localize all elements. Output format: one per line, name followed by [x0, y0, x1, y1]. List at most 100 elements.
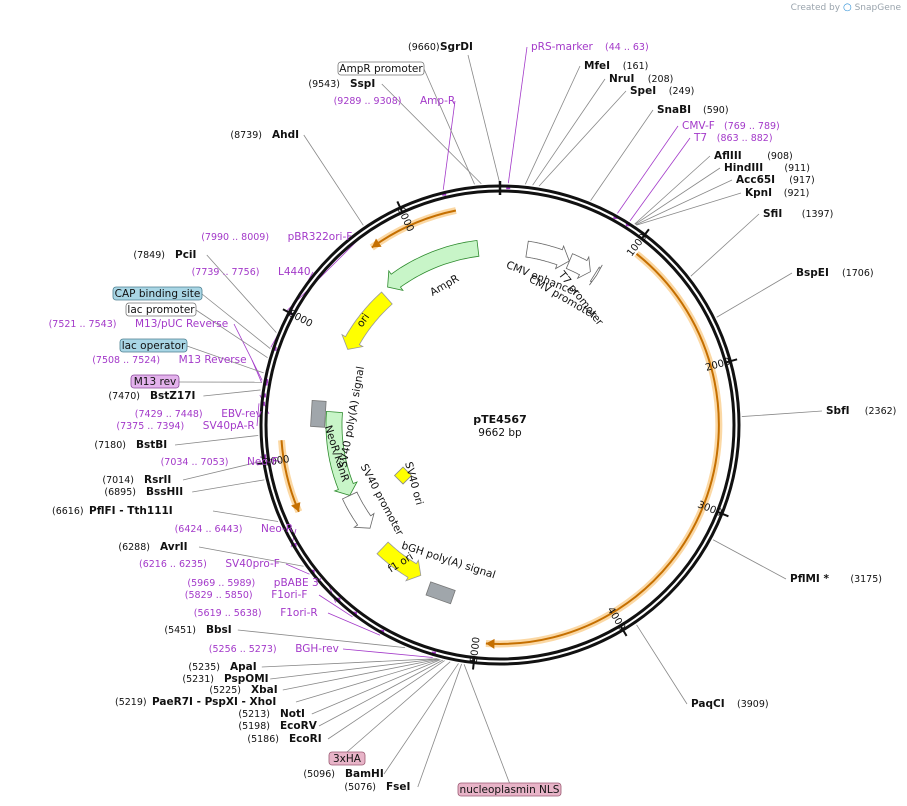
primer-prs-marker-position: (44 .. 63)	[605, 42, 649, 53]
primer-m13-puc-reverse-label: (7521 .. 7543)M13/pUC Reverse	[49, 318, 229, 330]
enzyme-spei-label: SpeI(249)	[630, 85, 694, 97]
enzyme-pflmi-name: PflMI *	[790, 573, 829, 585]
primer-sv40pro-f-leader	[285, 563, 310, 575]
primer-amp-r-leader	[442, 100, 456, 190]
enzyme-ecori-name: EcoRI	[289, 733, 322, 745]
enzyme-pcii-label: (7849) PciI	[133, 249, 196, 261]
feature-box-m13-rev-frame	[130, 374, 180, 389]
primer-cmv-f-name: CMV-F	[682, 120, 715, 132]
feature-box-m13-rev-text: M13 rev	[134, 376, 177, 388]
feature-box-cap-binding-site-frame	[112, 286, 203, 301]
enzyme-xbai-label: (5225)XbaI	[209, 684, 277, 696]
enzyme-hindiii-position: (911)	[784, 163, 810, 174]
enzyme-mfei-name: MfeI	[584, 60, 610, 72]
enzyme-afliii-name: AflIII	[714, 150, 742, 162]
primer-amp-r-label: (9289 .. 9308)Amp-R	[334, 95, 456, 107]
enzyme-snabi-leader	[590, 109, 654, 201]
enzyme-bamhi-position: (5096)	[303, 769, 335, 780]
enzyme-paer7i-pspxi-xhoi-label: (5219)PaeR7I - PspXI - XhoI	[115, 696, 276, 708]
enzyme-sspi-position: (9543)	[308, 79, 340, 90]
enzyme-avrii-leader	[198, 546, 304, 567]
primer-pbabe-3-position: (5969 .. 5989)	[187, 578, 255, 589]
primer-pbr322ori-f-name: pBR322ori-F	[288, 231, 353, 243]
primer-amp-r-name: Amp-R	[420, 95, 455, 107]
enzyme-bspei-leader	[716, 272, 793, 318]
enzyme-bspei-label: BspEI(1706)	[796, 267, 874, 279]
enzyme-spei-leader	[538, 90, 627, 187]
enzyme-mfei-position: (161)	[623, 61, 649, 72]
enzyme-xbai-leader	[282, 658, 439, 691]
enzyme-acc65i-position: (917)	[789, 175, 815, 186]
feature-sv40-promoter	[341, 491, 375, 529]
enzyme-paqci-label: PaqCI (3909)	[691, 698, 769, 710]
feature-sv40-poly-a-signal	[310, 400, 327, 428]
tick-9000	[396, 201, 404, 213]
enzyme-noti-name: NotI	[280, 708, 305, 720]
enzyme-spei-position: (249)	[669, 86, 695, 97]
primer-f1ori-f-leader	[318, 594, 353, 618]
enzyme-pspomi-name: PspOMI	[224, 673, 269, 685]
enzyme-sbfi-leader	[741, 410, 823, 417]
enzyme-pflfi-tth111i-leader	[212, 510, 279, 522]
primer-prs-marker-label: pRS-marker(44 .. 63)	[531, 41, 649, 53]
enzyme-ahdi-label: (8739)AhdI	[230, 129, 299, 141]
primer-m13-reverse-position: (7508 .. 7524)	[92, 355, 160, 366]
enzyme-paqci-name: PaqCI	[691, 698, 725, 710]
feature-sv40-ori	[393, 466, 413, 485]
enzyme-pflmi-leader	[712, 539, 787, 580]
enzyme-bstbi-position: (7180)	[94, 440, 126, 451]
primer-sv40pro-f-name: SV40pro-F	[225, 558, 279, 570]
enzyme-acc65i-label: Acc65I (917)	[736, 174, 815, 186]
enzyme-pcii-leader	[206, 254, 277, 333]
orf-arc-glow-0	[485, 251, 723, 648]
enzyme-ecori-position: (5186)	[247, 734, 279, 745]
enzyme-paqci-leader	[636, 624, 688, 705]
feature-f1-ori	[376, 541, 422, 582]
feature-label-ampr: AmpR	[428, 273, 461, 299]
enzyme-pcii-position: (7849)	[133, 250, 165, 261]
primer-f1ori-f-name: F1ori-F	[271, 589, 307, 601]
enzyme-mfei-label: MfeI (161)	[584, 60, 648, 72]
enzyme-sbfi-position: (2362)	[865, 406, 897, 417]
enzyme-afliii-position: (908)	[767, 151, 793, 162]
enzyme-pcii-name: PciI	[175, 249, 196, 261]
feature-bgh-poly-a-signal	[425, 581, 456, 605]
tick-3000	[716, 510, 729, 518]
snapgene-logo-icon: ○	[842, 2, 852, 13]
primer-m13-reverse-leader	[251, 359, 263, 383]
tick-label-5000: 5000	[469, 636, 483, 663]
enzyme-bamhi-name: BamHI	[345, 768, 384, 780]
primer-f1ori-f-position: (5829 .. 5850)	[185, 590, 253, 601]
feature-box-ampr-promoter-text: AmpR promoter	[339, 63, 423, 75]
feature-box-lac-operator-frame	[119, 338, 188, 353]
primer-t7-leader	[629, 137, 691, 222]
primer-ebv-rev-position: (7429 .. 7448)	[135, 409, 203, 420]
feature-box-3xha-text: 3xHA	[333, 753, 362, 765]
enzyme-hindiii-leader	[634, 167, 721, 225]
enzyme-snabi-name: SnaBI	[657, 104, 691, 116]
enzyme-rsrii-leader	[182, 461, 261, 481]
enzyme-rsrii-label: (7014)RsrII	[102, 474, 171, 486]
primer-t7-label: T7(863 .. 882)	[693, 132, 773, 144]
enzyme-apai-name: ApaI	[230, 661, 257, 673]
primer-l4440-position: (7739 .. 7756)	[192, 267, 260, 278]
enzyme-sgrdi-name: SgrDI	[440, 41, 473, 53]
feature-box-ampr-promoter-frame	[337, 61, 425, 76]
primer-m13-reverse-label: (7508 .. 7524)M13 Reverse	[92, 354, 246, 366]
enzyme-bstbi-label: (7180)BstBI	[94, 439, 167, 451]
watermark-created-by: Created by	[790, 3, 841, 13]
enzyme-ecori-label: (5186) EcoRI	[247, 733, 321, 745]
enzyme-ahdi-leader	[303, 134, 364, 226]
primer-neo-f-position: (7034 .. 7053)	[161, 457, 229, 468]
orf-arcs	[278, 207, 723, 649]
enzyme-acc65i-name: Acc65I	[736, 174, 775, 186]
primer-sv40pa-r-leader	[256, 403, 260, 427]
enzyme-kpni-leader	[636, 192, 742, 226]
feature-box-3xha-frame	[328, 751, 366, 766]
primer-f1ori-r-position: (5619 .. 5638)	[194, 608, 262, 619]
enzyme-paqci-position: (3909)	[737, 699, 769, 710]
feature-box-lac-promoter-frame	[125, 302, 197, 317]
primer-sv40pro-f-label: (6216 .. 6235)SV40pro-F	[139, 558, 280, 570]
enzyme-fsei-leader	[417, 663, 462, 788]
